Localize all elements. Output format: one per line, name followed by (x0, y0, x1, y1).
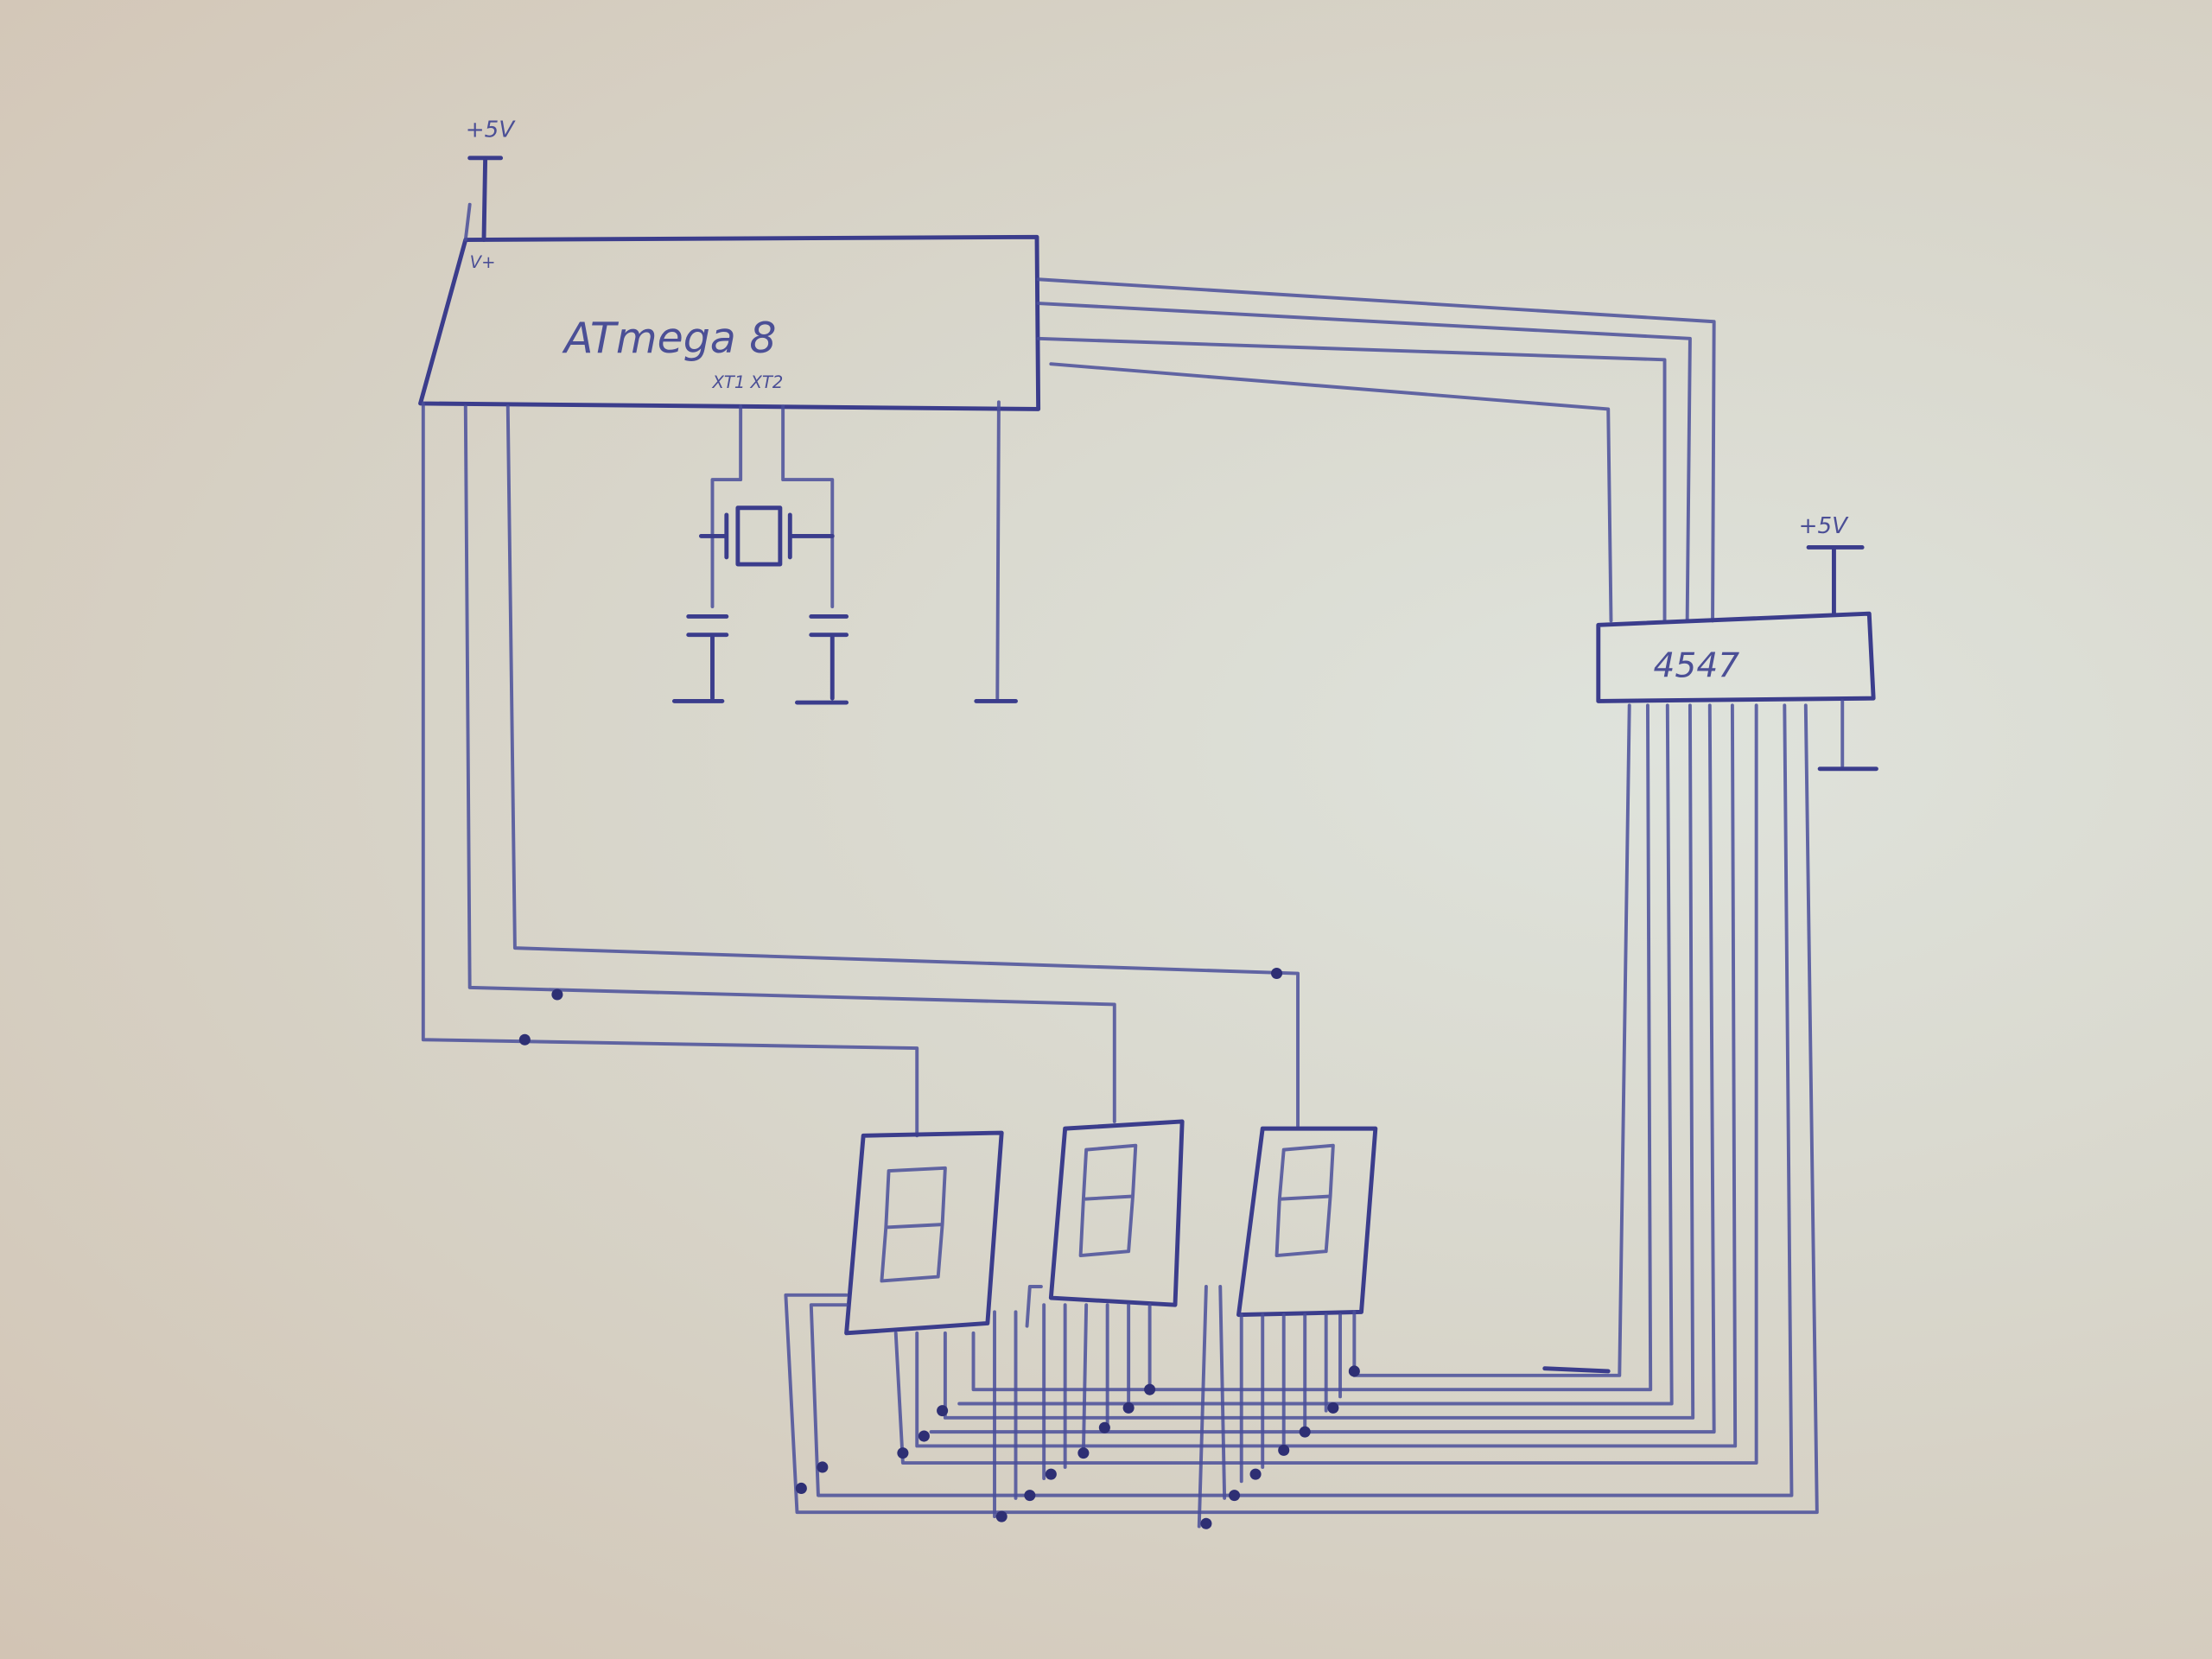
digit-select-lines (421, 401, 1300, 1138)
seven-segment-display-3 (1236, 1126, 1378, 1318)
mcu-supply: +5V (463, 117, 516, 242)
mcu-xtal-pin-labels: XT1 XT2 (711, 372, 783, 392)
supply-label-decoder: +5V (1799, 513, 1849, 539)
seven-segment-display-1 (844, 1130, 1004, 1336)
mcu-chip: ATmega 8 XT1 XT2 V+ (418, 234, 1041, 411)
data-bus (1036, 277, 1716, 623)
decoder-chip: 4547 +5V (1596, 513, 1878, 772)
ground-pin (974, 400, 1018, 703)
decoder-label: 4547 (1653, 647, 1739, 686)
crystal-oscillator (671, 404, 849, 705)
mcu-vcc-pin-label: V+ (470, 252, 496, 272)
seven-segment-display-2 (1048, 1119, 1185, 1307)
segment-bus (784, 703, 1819, 1529)
mcu-label: ATmega 8 (562, 314, 777, 363)
supply-label-mcu: +5V (466, 117, 516, 143)
